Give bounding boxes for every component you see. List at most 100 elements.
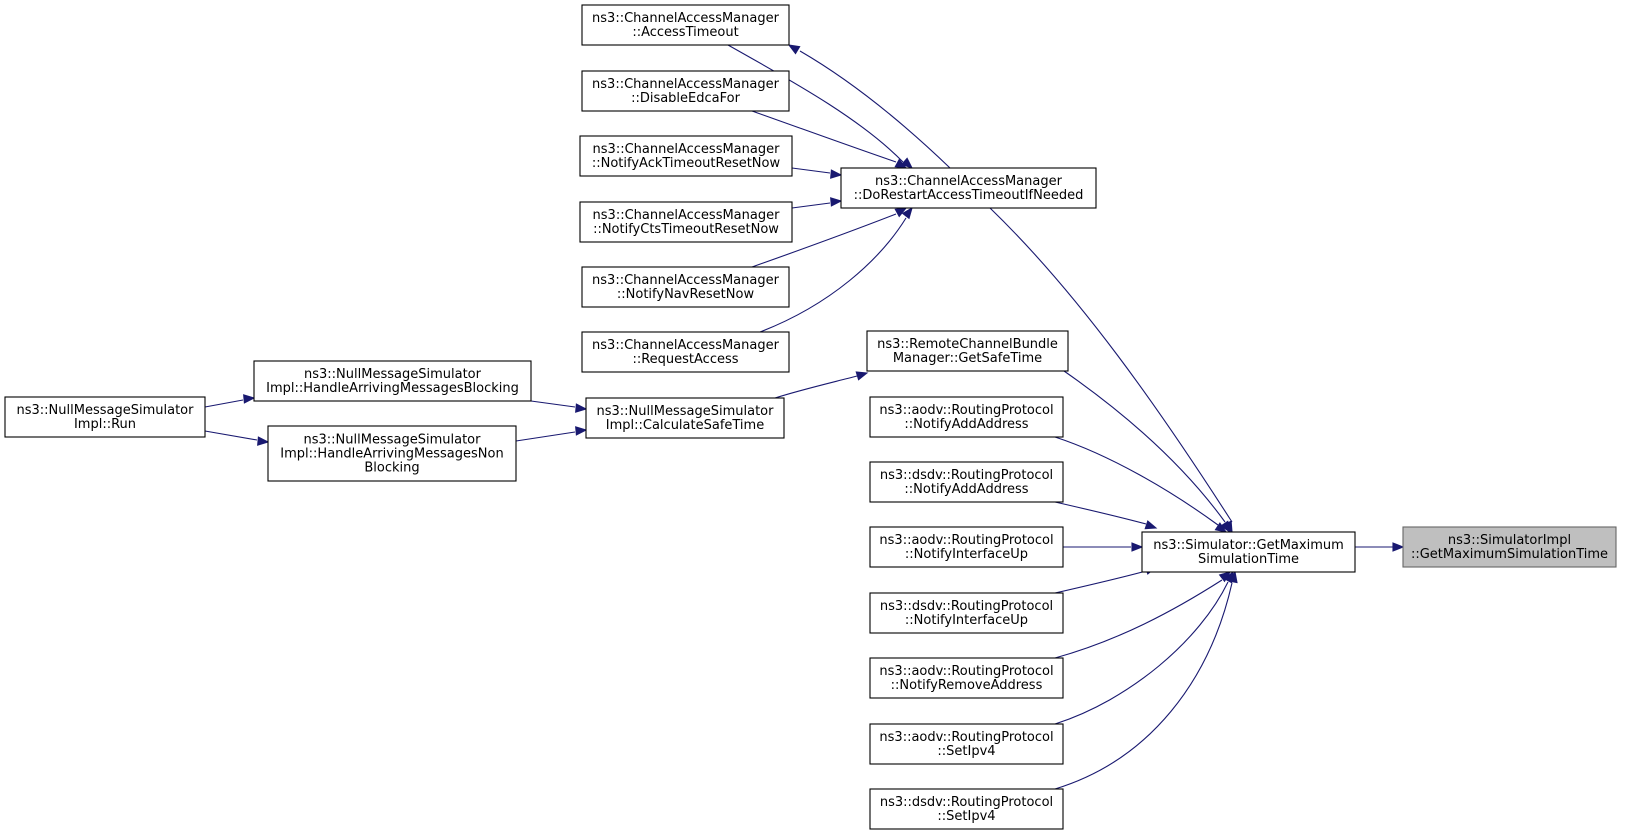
edge-line (774, 375, 858, 399)
function-node[interactable]: ns3::Simulator::GetMaximumSimulationTime (1141, 531, 1356, 573)
arrowhead-icon (900, 157, 914, 169)
node-label-line: ::NotifyAddAddress (904, 482, 1028, 497)
edge-line (515, 431, 576, 442)
function-node[interactable]: ns3::NullMessageSimulatorImpl::Calculate… (585, 397, 785, 439)
edge-line (751, 110, 897, 163)
node-box (581, 70, 790, 112)
arrowhead-icon (575, 426, 588, 436)
edge-n15-n2 (1054, 436, 1228, 533)
node-label-line: ::DisableEdcaFor (631, 91, 741, 106)
edge-line (799, 50, 951, 169)
node-label-line: ::SetIpv4 (937, 744, 995, 759)
node-box (253, 360, 532, 402)
edge-n14-n13 (204, 430, 270, 446)
node-label-line: ::NotifyCtsTimeoutResetNow (593, 222, 779, 237)
node-label-line: ::SetIpv4 (937, 809, 995, 824)
function-node[interactable]: ns3::ChannelAccessManager::NotifyNavRese… (581, 266, 790, 308)
node-label-line: ::NotifyInterfaceUp (905, 547, 1028, 562)
node-box (869, 461, 1064, 503)
edge-line (1054, 570, 1147, 594)
function-node[interactable]: ns3::ChannelAccessManager::AccessTimeout (581, 4, 790, 46)
node-label-line: ns3::ChannelAccessManager (592, 273, 780, 288)
edge-n14-n12 (204, 394, 256, 408)
edge-line (1054, 579, 1223, 659)
edge-layer (204, 44, 1405, 790)
function-node[interactable]: ns3::ChannelAccessManager::NotifyCtsTime… (579, 201, 793, 243)
node-box (4, 396, 206, 438)
node-label-line: ns3::NullMessageSimulator (304, 433, 482, 448)
edge-line (530, 400, 576, 408)
node-box (866, 330, 1069, 372)
function-node[interactable]: ns3::ChannelAccessManager::RequestAccess (581, 331, 790, 373)
node-box (869, 723, 1064, 765)
node-label-line: ::NotifyAddAddress (904, 417, 1028, 432)
node-label-line: ::DoRestartAccessTimeoutIfNeeded (854, 188, 1084, 203)
function-node[interactable]: ns3::RemoteChannelBundleManager::GetSafe… (866, 330, 1069, 372)
function-node[interactable]: ns3::aodv::RoutingProtocol::SetIpv4 (869, 723, 1064, 765)
node-box (579, 135, 793, 177)
edge-n18-n2 (1054, 565, 1158, 594)
arrowhead-icon (1228, 570, 1238, 584)
edge-line (204, 399, 244, 408)
node-label-line: ns3::ChannelAccessManager (592, 77, 780, 92)
edge-line (1054, 436, 1219, 526)
node-label-line: ns3::aodv::RoutingProtocol (879, 533, 1053, 548)
function-node[interactable]: ns3::ChannelAccessManager::DoRestartAcce… (840, 167, 1097, 209)
arrowhead-icon (1214, 522, 1228, 533)
node-box (840, 167, 1097, 209)
function-node[interactable]: ns3::dsdv::RoutingProtocol::SetIpv4 (869, 788, 1064, 830)
node-label-line: ::NotifyAckTimeoutResetNow (592, 156, 781, 171)
arrowhead-icon (901, 206, 913, 220)
node-label-line: ns3::dsdv::RoutingProtocol (880, 599, 1053, 614)
edge-n7-n3 (791, 197, 843, 209)
function-node[interactable]: ns3::ChannelAccessManager::DisableEdcaFo… (581, 70, 790, 112)
edge-n16-n2 (1054, 501, 1158, 530)
node-label-line: SimulationTime (1198, 552, 1299, 567)
function-node[interactable]: ns3::aodv::RoutingProtocol::NotifyRemove… (869, 657, 1064, 699)
node-label-line: ns3::dsdv::RoutingProtocol (880, 468, 1053, 483)
node-label-line: ns3::aodv::RoutingProtocol (879, 403, 1053, 418)
edge-n19-n2 (1054, 571, 1232, 659)
arrowhead-icon (1220, 520, 1231, 534)
node-box (581, 266, 790, 308)
function-node[interactable]: ns3::aodv::RoutingProtocol::NotifyInterf… (869, 526, 1064, 568)
node-layer: ns3::SimulatorImpl::GetMaximumSimulation… (4, 4, 1617, 830)
node-label-line: Impl::HandleArrivingMessagesBlocking (266, 381, 519, 396)
arrowhead-icon (830, 197, 843, 207)
function-node[interactable]: ns3::dsdv::RoutingProtocol::NotifyInterf… (869, 592, 1064, 634)
node-label-line: Blocking (364, 461, 419, 476)
node-label-line: ::NotifyNavResetNow (617, 287, 755, 302)
node-label-line: ns3::ChannelAccessManager (593, 142, 781, 157)
arrowhead-icon (1144, 520, 1158, 530)
edge-line (1054, 581, 1229, 725)
edge-n10-n2 (1063, 370, 1231, 534)
function-node[interactable]: ns3::NullMessageSimulatorImpl::HandleArr… (253, 360, 532, 402)
edge-line (204, 430, 258, 441)
function-node[interactable]: ns3::NullMessageSimulatorImpl::HandleArr… (267, 425, 517, 482)
edge-line (791, 167, 831, 174)
edge-n21-n2 (1054, 570, 1238, 790)
node-label-line: ns3::ChannelAccessManager (875, 174, 1063, 189)
edge-n13-n11 (515, 426, 588, 442)
node-box (869, 396, 1064, 438)
node-label-line: ns3::NullMessageSimulator (597, 404, 775, 419)
function-node[interactable]: ns3::ChannelAccessManager::NotifyAckTime… (579, 135, 793, 177)
node-label-line: ns3::dsdv::RoutingProtocol (880, 795, 1053, 810)
edge-n9-n3 (759, 206, 913, 333)
edge-line (1054, 582, 1233, 790)
edge-line (727, 44, 904, 163)
node-label-line: ns3::aodv::RoutingProtocol (879, 664, 1053, 679)
function-node[interactable]: ns3::aodv::RoutingProtocol::NotifyAddAdd… (869, 396, 1064, 438)
node-box (869, 526, 1064, 568)
function-node[interactable]: ns3::dsdv::RoutingProtocol::NotifyAddAdd… (869, 461, 1064, 503)
node-box (579, 201, 793, 243)
node-label-line: Impl::CalculateSafeTime (606, 418, 764, 433)
edge-n17-n2 (1063, 542, 1144, 552)
edge-line (791, 202, 831, 209)
edge-n3-n4 (787, 44, 951, 169)
arrowhead-icon (257, 436, 270, 446)
node-label-line: ns3::aodv::RoutingProtocol (879, 730, 1053, 745)
edge-n11-n10 (774, 371, 869, 399)
node-label-line: ns3::ChannelAccessManager (593, 208, 781, 223)
